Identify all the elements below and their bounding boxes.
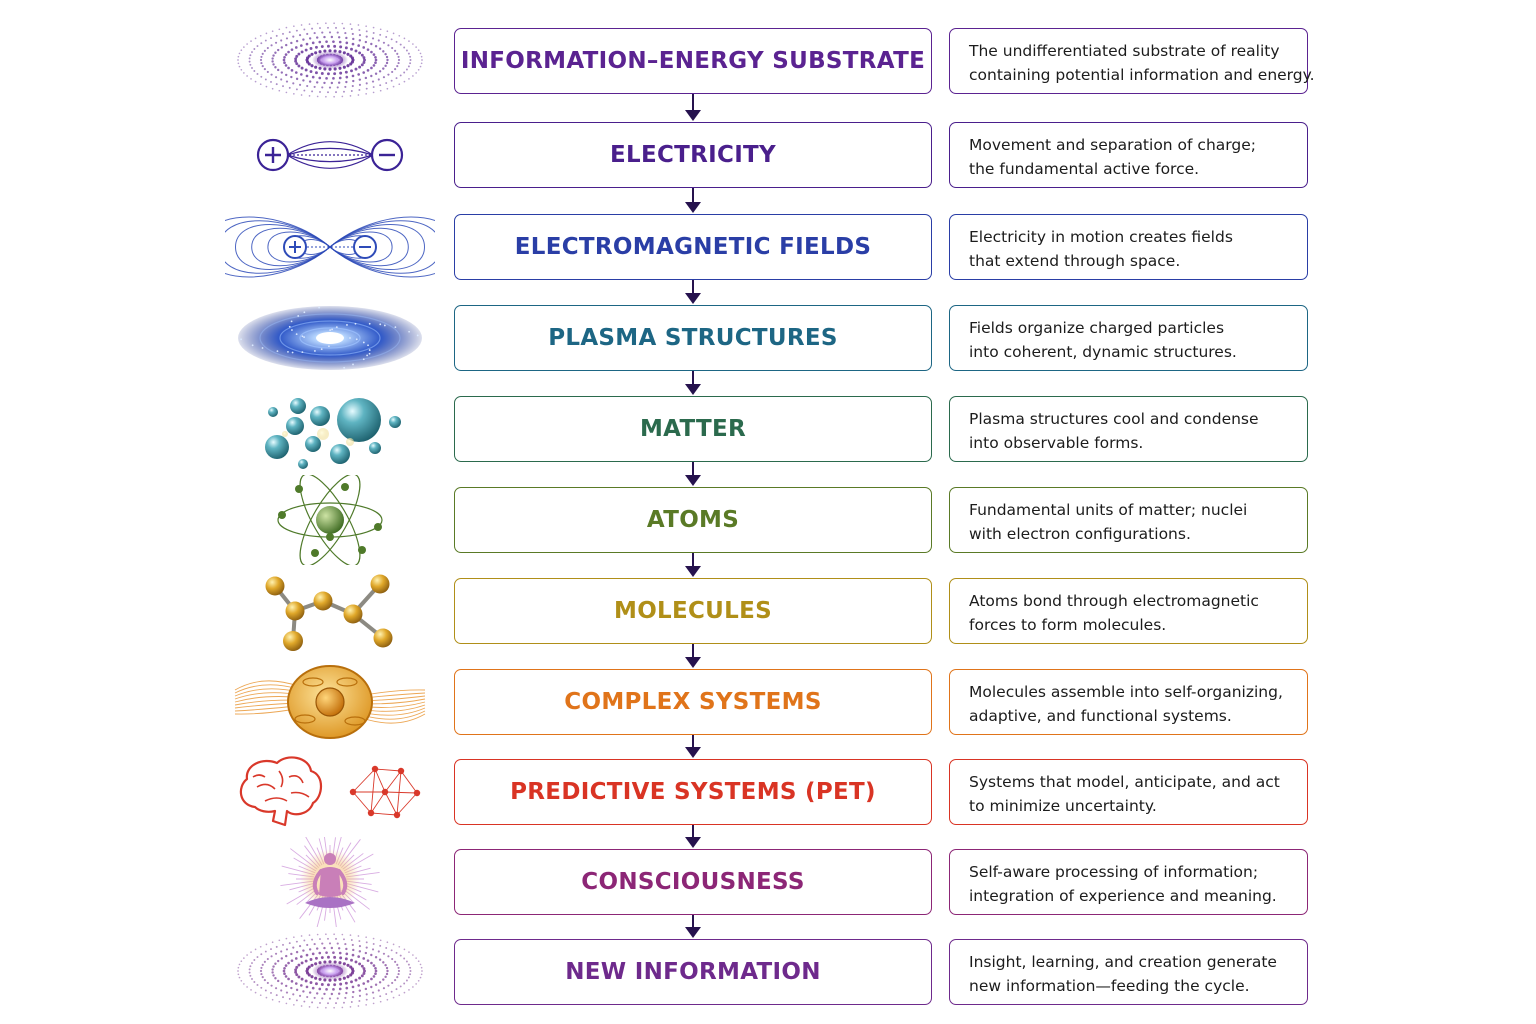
stage-title: PREDICTIVE SYSTEMS (PET)	[510, 779, 876, 805]
stage-description-box: Fields organize charged particles into co…	[949, 305, 1308, 371]
stage-title-box: PREDICTIVE SYSTEMS (PET)	[454, 759, 932, 825]
stage-icon-slot	[225, 566, 435, 656]
stage-description-line: Insight, learning, and creation generate	[969, 953, 1277, 971]
stage-title-box: COMPLEX SYSTEMS	[454, 669, 932, 735]
flow-arrow-down-icon	[685, 371, 701, 396]
stage-icon-slot	[225, 293, 435, 383]
flow-arrow-down-icon	[685, 94, 701, 122]
brain-network-icon	[239, 756, 421, 827]
stage-molecules: MOLECULES Atoms bond through electromagne…	[0, 574, 1536, 651]
stage-title: INFORMATION–ENERGY SUBSTRATE	[460, 48, 926, 74]
stage-title: MOLECULES	[614, 598, 772, 624]
stage-plasma-structures: PLASMA STRUCTURES Fields organize charged…	[0, 305, 1536, 371]
stage-title: PLASMA STRUCTURES	[548, 325, 838, 351]
stage-description-line: the fundamental active force.	[969, 160, 1200, 178]
stage-description-box: Movement and separation of charge; the fu…	[949, 122, 1308, 188]
stage-icon-slot	[225, 657, 435, 747]
charge-dipole-icon	[256, 138, 404, 172]
stage-description-line: adaptive, and functional systems.	[969, 707, 1232, 725]
stage-consciousness: CONSCIOUSNESS Self-aware processing of in…	[0, 837, 1536, 927]
stage-description-line: to minimize uncertainty.	[969, 797, 1157, 815]
dotted-concentric-field-icon	[237, 22, 423, 98]
stage-icon-slot	[225, 16, 435, 106]
stage-description-box: Systems that model, anticipate, and act t…	[949, 759, 1308, 825]
stage-matter: MATTER Plasma structures cool and condens…	[0, 396, 1536, 469]
stage-description-line: into observable forms.	[969, 434, 1144, 452]
stage-complex-systems: COMPLEX SYSTEMS Molecules assemble into s…	[0, 665, 1536, 739]
stage-description-line: Atoms bond through electromagnetic	[969, 592, 1259, 610]
flow-arrow-down-icon	[685, 553, 701, 578]
flow-arrow-down-icon	[685, 188, 701, 214]
stage-title-box: ELECTRICITY	[454, 122, 932, 188]
stage-title-box: INFORMATION–ENERGY SUBSTRATE	[454, 28, 932, 94]
stage-title-box: MATTER	[454, 396, 932, 462]
stage-description-line: Fields organize charged particles	[969, 319, 1225, 337]
stage-icon-slot	[225, 747, 435, 837]
stage-title: CONSCIOUSNESS	[581, 869, 805, 895]
stage-description-line: that extend through space.	[969, 252, 1181, 270]
stage-icon-slot	[225, 475, 435, 565]
stage-description-line: The undifferentiated substrate of realit…	[969, 42, 1280, 60]
stage-electromagnetic-fields: ELECTROMAGNETIC FIELDS Electricity in mot…	[0, 214, 1536, 280]
cell-network-icon	[234, 665, 426, 739]
field-lines-icon	[225, 216, 435, 278]
stage-description-line: Plasma structures cool and condense	[969, 410, 1259, 428]
stage-description-line: Self-aware processing of information;	[969, 863, 1259, 881]
stage-description-box: Insight, learning, and creation generate…	[949, 939, 1308, 1005]
stage-description-line: Electricity in motion creates fields	[969, 228, 1233, 246]
flow-arrow-down-icon	[685, 280, 701, 305]
stage-description-line: with electron configurations.	[969, 525, 1191, 543]
stage-electricity: ELECTRICITY Movement and separation of ch…	[0, 122, 1536, 188]
stage-description-line: Systems that model, anticipate, and act	[969, 773, 1280, 791]
stage-predictive-systems: PREDICTIVE SYSTEMS (PET) Systems that mod…	[0, 756, 1536, 827]
molecule-chain-icon	[265, 574, 393, 651]
stage-description-line: forces to form molecules.	[969, 616, 1167, 634]
stage-description-box: Molecules assemble into self-organizing,…	[949, 669, 1308, 735]
flow-arrow-down-icon	[685, 915, 701, 939]
meditating-figure-icon	[280, 837, 380, 927]
stage-description-box: Self-aware processing of information; int…	[949, 849, 1308, 915]
stage-title: NEW INFORMATION	[565, 959, 821, 985]
stage-description-box: Plasma structures cool and condense into …	[949, 396, 1308, 462]
stage-description-box: Fundamental units of matter; nuclei with …	[949, 487, 1308, 553]
stage-title-box: ELECTROMAGNETIC FIELDS	[454, 214, 932, 280]
stage-description-line: new information—feeding the cycle.	[969, 977, 1250, 995]
stage-icon-slot	[225, 927, 435, 1017]
flow-arrow-down-icon	[685, 644, 701, 669]
stage-title-box: MOLECULES	[454, 578, 932, 644]
stage-title: ATOMS	[646, 507, 740, 533]
stage-description-box: The undifferentiated substrate of realit…	[949, 28, 1315, 94]
stage-information-energy-substrate: INFORMATION–ENERGY SUBSTRATE The undiffer…	[0, 22, 1536, 98]
galaxy-plasma-icon	[238, 306, 422, 370]
stage-title-box: NEW INFORMATION	[454, 939, 932, 1005]
stage-description-line: Molecules assemble into self-organizing,	[969, 683, 1283, 701]
stage-title: ELECTROMAGNETIC FIELDS	[514, 234, 872, 260]
flow-arrow-down-icon	[685, 735, 701, 759]
atom-orbit-icon	[277, 475, 383, 565]
stage-title-box: CONSCIOUSNESS	[454, 849, 932, 915]
stage-description-line: Movement and separation of charge;	[969, 136, 1256, 154]
stage-description-line: into coherent, dynamic structures.	[969, 343, 1237, 361]
stage-icon-slot	[225, 837, 435, 927]
stage-new-information: NEW INFORMATION Insight, learning, and cr…	[0, 933, 1536, 1009]
stage-title-box: PLASMA STRUCTURES	[454, 305, 932, 371]
stage-description-line: Fundamental units of matter; nuclei	[969, 501, 1248, 519]
stage-description-line: integration of experience and meaning.	[969, 887, 1277, 905]
stage-icon-slot	[225, 110, 435, 200]
stage-icon-slot	[225, 202, 435, 292]
stage-title: COMPLEX SYSTEMS	[564, 689, 822, 715]
stage-title: ELECTRICITY	[610, 142, 776, 168]
stage-description-box: Atoms bond through electromagnetic forces…	[949, 578, 1308, 644]
particle-spheres-icon	[265, 398, 401, 469]
stage-description-line: containing potential information and ene…	[969, 66, 1315, 84]
stage-atoms: ATOMS Fundamental units of matter; nuclei…	[0, 475, 1536, 565]
flow-arrow-down-icon	[685, 462, 701, 487]
dotted-concentric-field-icon	[237, 933, 423, 1009]
stage-icon-slot	[225, 384, 435, 474]
stage-title-box: ATOMS	[454, 487, 932, 553]
stage-title: MATTER	[639, 416, 747, 442]
stage-description-box: Electricity in motion creates fields that…	[949, 214, 1308, 280]
flow-arrow-down-icon	[685, 825, 701, 849]
